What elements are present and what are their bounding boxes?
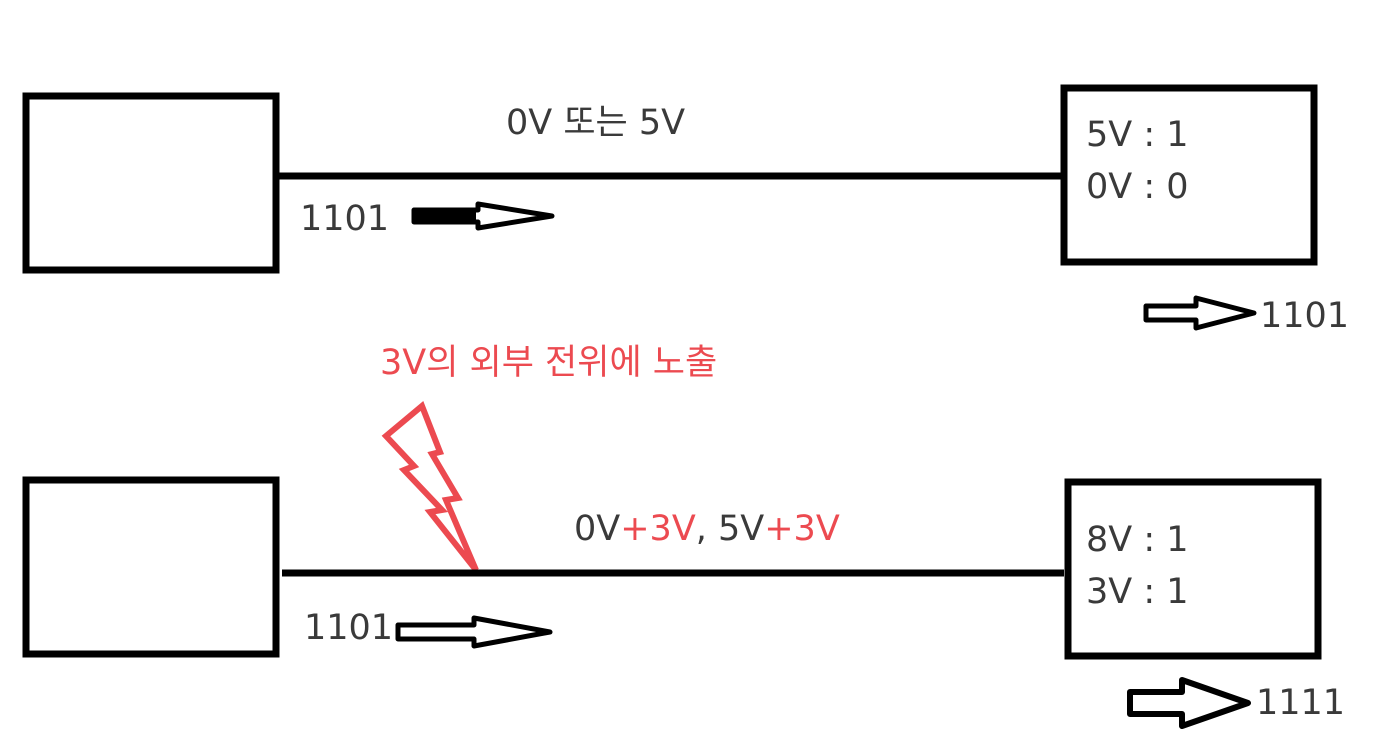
- top-sent-bits: 1101: [300, 199, 390, 239]
- bottom-line-label-part-2: +3V: [620, 509, 696, 549]
- top-received-bits: 1101: [1260, 296, 1350, 336]
- bottom-receiver-rule-1: 8V : 1: [1086, 520, 1189, 560]
- top-receive-arrow-icon: [1143, 295, 1257, 331]
- bottom-sender-box: [22, 476, 280, 658]
- top-receiver-rule-1: 5V : 1: [1086, 115, 1189, 155]
- bottom-sent-bits: 1101: [304, 608, 394, 648]
- bottom-received-bits: 1111: [1256, 683, 1346, 723]
- bottom-receiver-rule-2: 3V : 1: [1086, 572, 1189, 612]
- lightning-bolt-icon: [381, 401, 479, 572]
- noise-label: 3V의 외부 전위에 노출: [380, 343, 718, 383]
- bottom-line-label-part-3: , 5V: [695, 509, 765, 549]
- bottom-receive-arrow-icon: [1127, 677, 1251, 729]
- top-receiver-box: [1060, 84, 1318, 266]
- top-receiver-rule-2: 0V : 0: [1086, 167, 1189, 207]
- top-send-arrow-icon: [411, 201, 555, 231]
- top-sender-box: [22, 92, 280, 274]
- bottom-line-label-part-1: 0V: [574, 509, 621, 549]
- bottom-line-label: 0V+3V, 5V+3V: [574, 512, 840, 547]
- top-line-label: 0V 또는 5V: [506, 103, 686, 143]
- bottom-send-arrow-icon: [395, 615, 553, 649]
- bottom-receiver-box: [1064, 478, 1322, 660]
- bottom-line-label-part-4: +3V: [764, 509, 840, 549]
